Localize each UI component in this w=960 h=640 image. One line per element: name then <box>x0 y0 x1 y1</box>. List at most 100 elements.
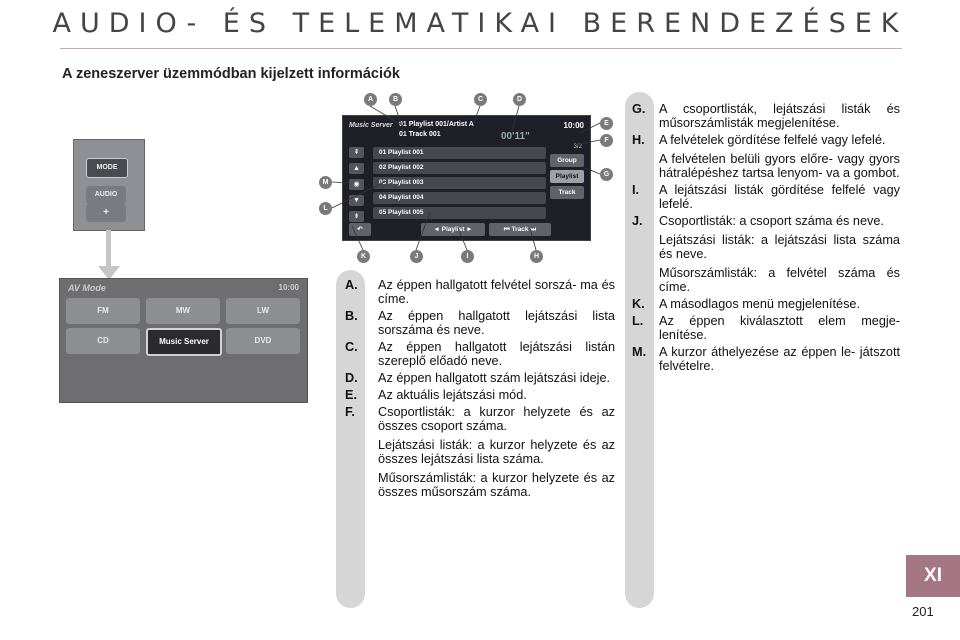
control-panel-photo: MODE AUDIO + <box>73 139 145 231</box>
description-item: D. Az éppen hallgatott szám lejátszási id… <box>345 371 615 385</box>
item-letter: F. <box>345 405 355 419</box>
chapter-tab: XI <box>906 555 960 597</box>
audio-button: AUDIO <box>86 186 126 204</box>
av-mode-screen: AV Mode 10:00 FM MW LW CD Music Server D… <box>59 278 308 403</box>
item-letter: B. <box>345 309 358 323</box>
description-item: B. Az éppen hallgatott lejátszási lista s… <box>345 309 615 337</box>
callout-h: H <box>530 250 543 263</box>
fm-button: FM <box>66 298 140 324</box>
item-text: A felvételek gördítése felfelé vagy lefe… <box>659 133 886 147</box>
right-column-pill <box>625 92 654 608</box>
item-text: Az éppen hallgatott szám lejátszási idej… <box>378 371 611 385</box>
item-text: Az éppen hallgatott lejátszási lista sor… <box>378 309 615 337</box>
scroll-up-icon: ▲ <box>349 163 364 174</box>
item-text: A felvételen belüli gyors előre- vagy gy… <box>659 152 900 180</box>
description-item: C. Az éppen hallgatott lejátszási listán … <box>345 340 615 368</box>
description-item: G. A csoportlisták, lejátszási listák és … <box>632 102 900 130</box>
playlist-scroll-button: ◄ Playlist ► <box>421 223 485 236</box>
playlist-row: 05 Playlist 005 <box>373 207 546 219</box>
item-letter: I. <box>632 183 640 197</box>
cursor-move-icon: ◉ <box>349 179 364 190</box>
callout-c: C <box>474 93 487 106</box>
callout-a: A <box>364 93 377 106</box>
callout-b: B <box>389 93 402 106</box>
left-column-pill <box>336 270 365 608</box>
arrow-shaft <box>106 230 111 270</box>
track-button: Track <box>550 186 584 199</box>
playlist-row: 02 Playlist 002 <box>373 162 546 174</box>
ms-elapsed-time: 00'11" <box>501 131 530 142</box>
ms-track-line: 01 Track 001 <box>399 131 441 138</box>
cd-button: CD <box>66 328 140 354</box>
item-text: A másodlagos menü megjelenítése. <box>659 297 861 311</box>
callout-f: F <box>600 134 613 147</box>
item-letter: J. <box>632 214 643 228</box>
scroll-top-icon: ⇞ <box>349 147 364 158</box>
item-text: Lejátszási listák: a kurzor helyzete és … <box>378 438 615 466</box>
item-text: A csoportlisták, lejátszási listák és mű… <box>659 102 900 130</box>
av-clock: 10:00 <box>278 283 299 292</box>
av-mode-header: AV Mode <box>68 283 106 293</box>
item-text: Műsorszámlisták: a kurzor helyzete és az… <box>378 471 615 499</box>
item-text: Az éppen hallgatott felvétel sorszá- ma … <box>378 278 615 306</box>
title-divider <box>60 48 902 49</box>
group-button: Group <box>550 154 584 167</box>
item-letter: C. <box>345 340 358 354</box>
ms-cursor-count: 3/2 <box>573 144 582 150</box>
item-letter: M. <box>632 345 647 359</box>
callout-l: L <box>319 202 332 215</box>
description-list-left: A. Az éppen hallgatott felvétel sorszá- m… <box>345 278 615 502</box>
scroll-down-icon: ▼ <box>349 195 364 206</box>
callout-d: D <box>513 93 526 106</box>
page-number: 201 <box>912 604 934 619</box>
callout-k: K <box>357 250 370 263</box>
ms-playlist-line: 01 Playlist 001/Artist A <box>399 121 474 128</box>
item-text: Lejátszási listák: a lejátszási lista sz… <box>659 233 900 261</box>
item-letter: A. <box>345 278 358 292</box>
description-item: K.A másodlagos menü megjelenítése. <box>632 297 900 311</box>
item-text: A lejátszási listák gördítése felfelé va… <box>659 183 900 211</box>
dvd-button: DVD <box>226 328 300 354</box>
description-item: J.Csoportlisták: a csoport száma és neve… <box>632 214 900 294</box>
page-title: AUDIO- ÉS TELEMATIKAI BERENDEZÉSEK <box>52 8 908 39</box>
callout-e: E <box>600 117 613 130</box>
item-letter: E. <box>345 388 357 402</box>
ms-clock: 10:00 <box>563 121 584 130</box>
back-icon: ↶ <box>349 223 371 236</box>
description-item: A. Az éppen hallgatott felvétel sorszá- m… <box>345 278 615 306</box>
down-arrow-icon <box>98 266 120 280</box>
callout-i: I <box>461 250 474 263</box>
item-text: Csoportlisták: a kurzor helyzete és az ö… <box>378 405 615 433</box>
music-server-screen: Music Server 01 Playlist 001/Artist A 01… <box>342 115 591 241</box>
description-item: M. A kurzor áthelyezése az éppen le- játs… <box>632 345 900 373</box>
item-letter: G. <box>632 102 646 116</box>
playlist-button: Playlist <box>550 170 584 183</box>
description-item: I. A lejátszási listák gördítése felfelé … <box>632 183 900 211</box>
item-text: Műsorszámlisták: a felvétel száma és cím… <box>659 266 900 294</box>
description-item: L.Az éppen kiválasztott elem megje- lení… <box>632 314 900 342</box>
plus-button: + <box>86 204 126 222</box>
section-subtitle: A zeneszerver üzemmódban kijelzett infor… <box>62 66 400 82</box>
description-item: F. Csoportlisták: a kurzor helyzete és az… <box>345 405 615 499</box>
scroll-bottom-icon: ⇟ <box>349 211 364 222</box>
mode-button: MODE <box>86 158 128 178</box>
description-item: E. Az aktuális lejátszási mód. <box>345 388 615 402</box>
callout-j: J <box>410 250 423 263</box>
description-list-right: G. A csoportlisták, lejátszási listák és … <box>632 102 900 376</box>
item-letter: D. <box>345 371 358 385</box>
item-letter: H. <box>632 133 645 147</box>
track-scroll-button: ⏮ Track ⏭ <box>489 223 551 236</box>
playlist-row: 03 Playlist 003 <box>373 177 546 189</box>
item-text: Az aktuális lejátszási mód. <box>378 388 527 402</box>
ms-mode-label: Music Server <box>349 122 393 129</box>
callout-g: G <box>600 168 613 181</box>
item-text: A kurzor áthelyezése az éppen le- játszo… <box>659 345 900 373</box>
lw-button: LW <box>226 298 300 324</box>
item-letter: L. <box>632 314 644 328</box>
callout-m: M <box>319 176 332 189</box>
playlist-row: 04 Playlist 004 <box>373 192 546 204</box>
mw-button: MW <box>146 298 220 324</box>
playlist-row: 01 Playlist 001 <box>373 147 546 159</box>
music-server-button: Music Server <box>146 328 222 356</box>
item-text: Az éppen hallgatott lejátszási listán sz… <box>378 340 615 368</box>
